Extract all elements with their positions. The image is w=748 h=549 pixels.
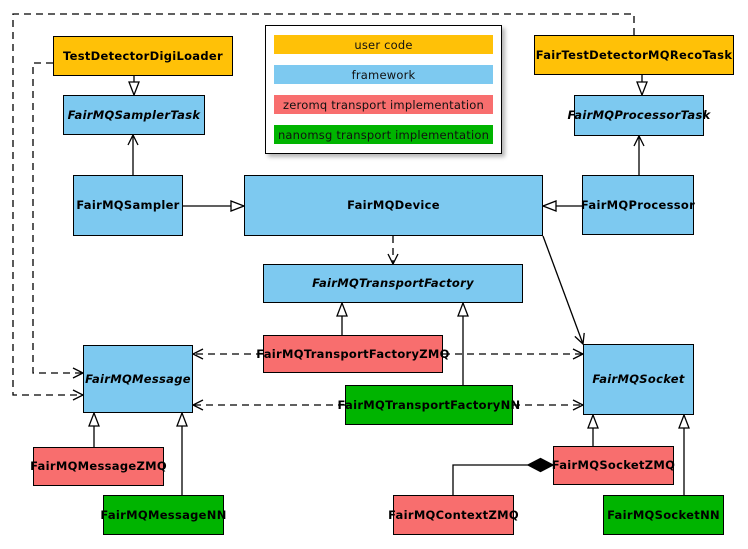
legend-panel: user code framework zeromq transport imp…: [265, 25, 502, 154]
node-fairmqsocketzmq: FairMQSocketZMQ: [552, 446, 675, 485]
edge-recotask-message-dependency: [12, 13, 635, 401]
node-fairmqtransportfactoryzmq: FairMQTransportFactoryZMQ: [256, 335, 449, 373]
node-fairmqsocket: FairMQSocket: [583, 344, 694, 415]
legend-item-framework: framework: [274, 65, 493, 84]
node-fairmqcontextzmq: FairMQContextZMQ: [388, 495, 519, 535]
edge-device-socket-association: [542, 235, 585, 346]
edge-digiloader-message-dependency: [32, 62, 85, 379]
node-fairmqsampler: FairMQSampler: [73, 175, 183, 236]
node-fairmqsocketnn: FairMQSocketNN: [603, 495, 724, 535]
node-fairmqmessagezmq: FairMQMessageZMQ: [30, 447, 167, 486]
node-fairmqprocessortask: FairMQProcessorTask: [567, 95, 710, 136]
node-fairmqsamplertask: FairMQSamplerTask: [63, 95, 205, 135]
composition-diamond-icon: [526, 457, 555, 473]
edge-contextzmq-socketzmq-composition: [452, 464, 528, 495]
node-fairmqmessagenn: FairMQMessageNN: [100, 495, 226, 535]
node-fairmqtransportfactorynn: FairMQTransportFactoryNN: [338, 385, 520, 425]
legend-item-nanomsg: nanomsg transport implementation: [274, 125, 493, 144]
node-fairmqtransportfactory: FairMQTransportFactory: [263, 264, 523, 303]
node-fairmqprocessor: FairMQProcessor: [581, 175, 695, 235]
node-fairmqmessage: FairMQMessage: [83, 345, 193, 413]
node-testdetectordigiloader: TestDetectorDigiLoader: [53, 36, 233, 76]
legend-item-user-code: user code: [274, 35, 493, 54]
node-fairtestdetectormqrecotask: FairTestDetectorMQRecoTask: [534, 35, 734, 75]
node-fairmqdevice: FairMQDevice: [244, 175, 543, 236]
legend-item-zeromq: zeromq transport implementation: [274, 95, 493, 114]
